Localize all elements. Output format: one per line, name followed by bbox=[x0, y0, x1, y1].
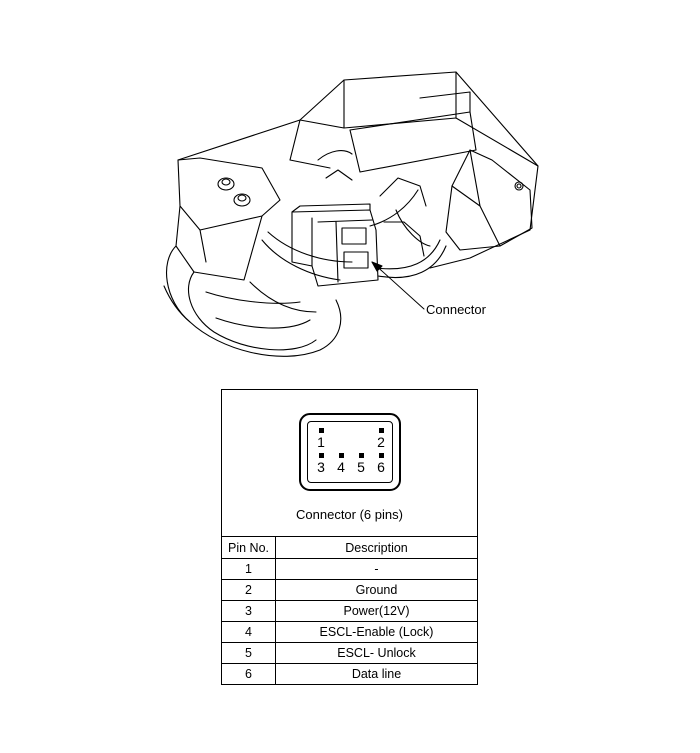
table-row: 2 Ground bbox=[221, 579, 478, 601]
pin-dot bbox=[378, 428, 384, 433]
description-cell: Data line bbox=[275, 663, 478, 685]
pin-number-cell: 6 bbox=[221, 663, 276, 685]
pin-label-4: 4 bbox=[334, 453, 348, 474]
pin-dot bbox=[318, 453, 324, 458]
pinout-table: Pin No. Description 1 - 2 Ground 3 Power… bbox=[221, 536, 478, 685]
table-row: 6 Data line bbox=[221, 663, 478, 685]
description-cell: Ground bbox=[275, 579, 478, 601]
table-header-row: Pin No. Description bbox=[221, 536, 478, 559]
pin-label-6: 6 bbox=[374, 453, 388, 474]
steering-lock-illustration bbox=[163, 71, 539, 357]
header-description: Description bbox=[275, 536, 478, 559]
description-cell: - bbox=[275, 558, 478, 580]
connector-face-diagram: 1 2 3 4 5 6 bbox=[299, 413, 401, 491]
description-cell: Power(12V) bbox=[275, 600, 478, 622]
pin-number-cell: 3 bbox=[221, 600, 276, 622]
pin-dot bbox=[378, 453, 384, 458]
pin-number-cell: 1 bbox=[221, 558, 276, 580]
header-pin-no: Pin No. bbox=[221, 536, 276, 559]
table-row: 1 - bbox=[221, 558, 478, 580]
table-row: 4 ESCL-Enable (Lock) bbox=[221, 621, 478, 643]
pin-label-3: 3 bbox=[314, 453, 328, 474]
connector-callout-label: Connector bbox=[426, 302, 486, 317]
table-row: 5 ESCL- Unlock bbox=[221, 642, 478, 664]
pin-number-cell: 4 bbox=[221, 621, 276, 643]
pin-dot bbox=[318, 428, 324, 433]
pin-number-cell: 5 bbox=[221, 642, 276, 664]
pin-dot bbox=[358, 453, 364, 458]
pin-number-cell: 2 bbox=[221, 579, 276, 601]
pin-label-2: 2 bbox=[374, 428, 388, 449]
connector-caption: Connector (6 pins) bbox=[296, 507, 403, 522]
description-cell: ESCL- Unlock bbox=[275, 642, 478, 664]
description-cell: ESCL-Enable (Lock) bbox=[275, 621, 478, 643]
pin-dot bbox=[338, 453, 344, 458]
table-row: 3 Power(12V) bbox=[221, 600, 478, 622]
pin-label-5: 5 bbox=[354, 453, 368, 474]
connector-inner-outline bbox=[307, 421, 393, 483]
pin-label-1: 1 bbox=[314, 428, 328, 449]
connector-pinout-panel: 1 2 3 4 5 6 Connector (6 pins) Pin No. D… bbox=[221, 389, 478, 685]
